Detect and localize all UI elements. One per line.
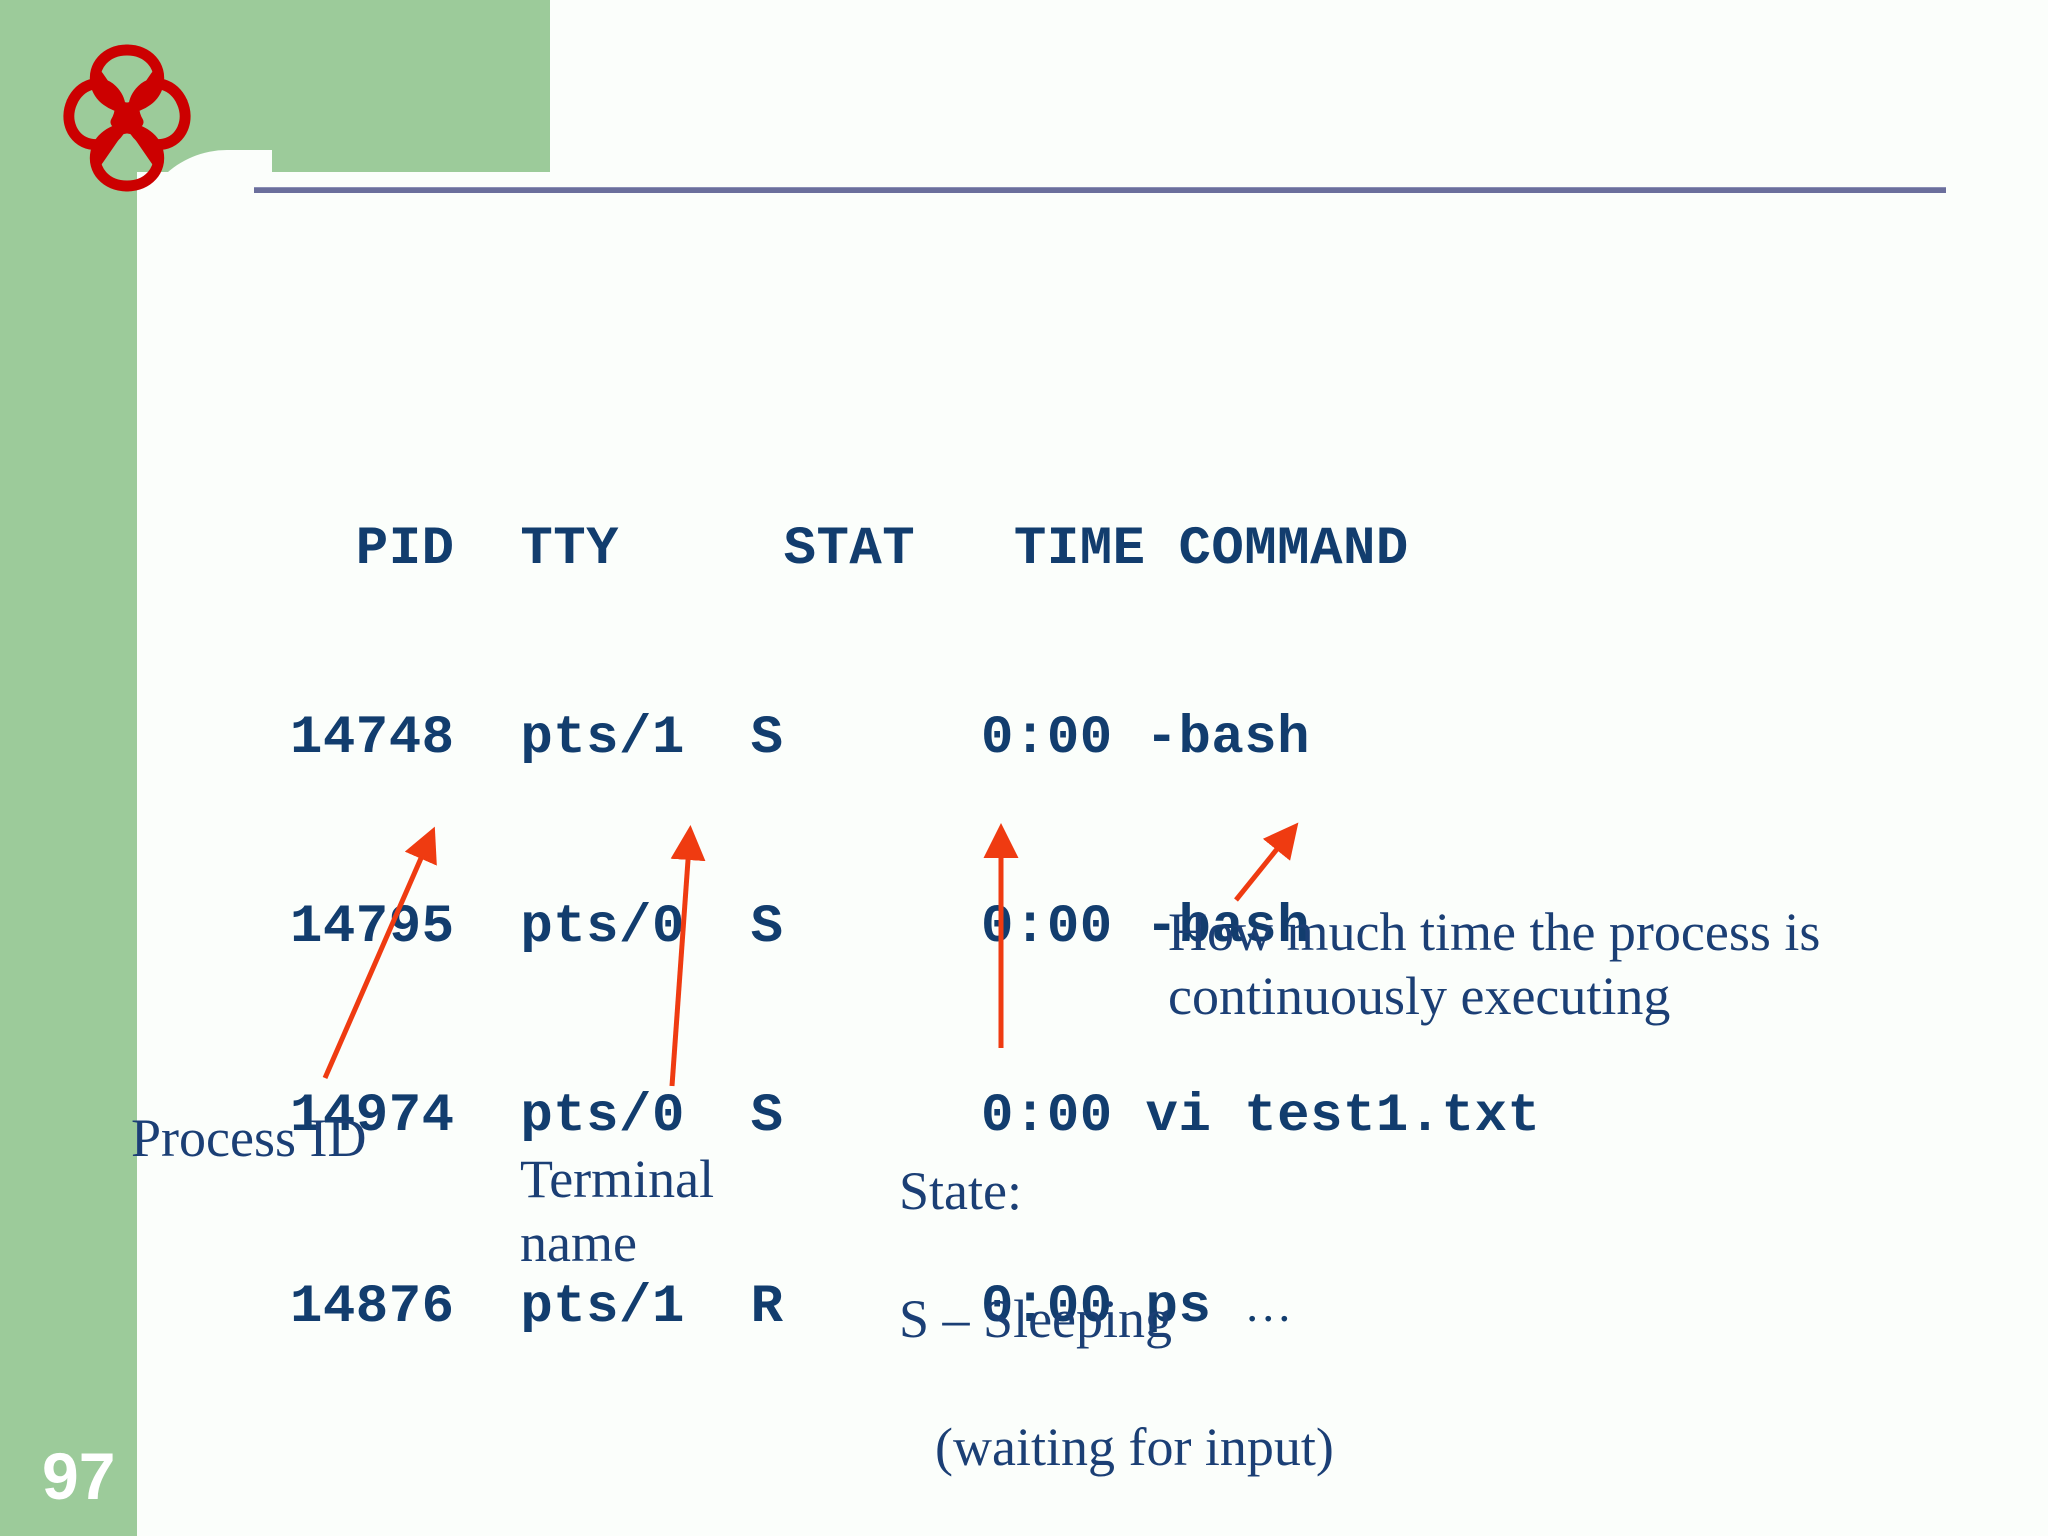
truncation-ellipsis: … <box>1244 1279 1293 1332</box>
ps-table-row: 14974 pts/0 S 0:00 vi test1.txt <box>290 1086 1541 1147</box>
annotation-terminal-name: Terminal name <box>520 1149 715 1273</box>
header-divider-rule <box>254 187 1946 193</box>
polyu-knot-logo-icon <box>52 36 202 196</box>
annotation-state-block: State: S – Sleeping (waiting for input) … <box>845 1095 1465 1536</box>
ps-table-row: 14748 pts/1 S 0:00 -bash <box>290 708 1311 769</box>
annotation-state-sleeping-detail: (waiting for input) <box>935 1417 1334 1477</box>
ps-row-text: 14876 pts/1 R 0:00 ps <box>290 1277 1245 1338</box>
ps-table-row: 14876 pts/1 R 0:00 ps … <box>290 1274 1540 1339</box>
annotation-state-sleeping: S – Sleeping <box>899 1289 1173 1349</box>
slide-number: 97 <box>42 1439 116 1513</box>
left-green-rail <box>0 0 137 1536</box>
annotation-time-description: How much time the process is continuousl… <box>1168 902 1834 1026</box>
ps-header-row: PID TTY STAT TIME COMMAND <box>290 519 1409 580</box>
annotation-state-title: State: <box>899 1161 1022 1221</box>
annotation-process-id: Process ID <box>131 1108 367 1168</box>
